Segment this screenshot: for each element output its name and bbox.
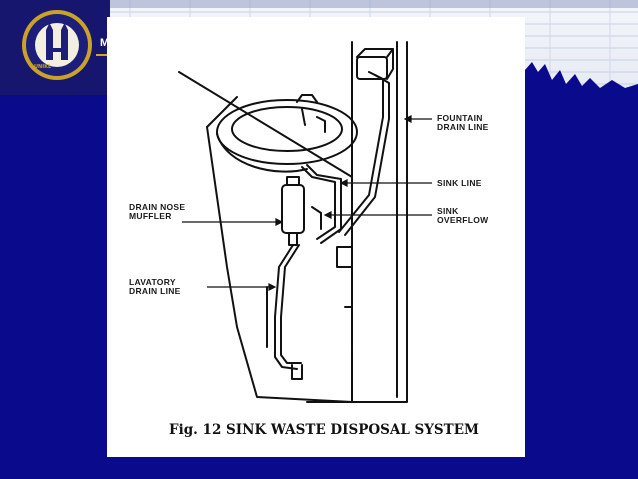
slide-title-fragment: M (100, 37, 110, 49)
wall-panel (351, 41, 408, 403)
sink-overflow-line (311, 206, 322, 230)
label-drain-nose-muffler: DRAIN NOSE MUFFLER (129, 202, 186, 221)
sink-bowl (216, 99, 358, 165)
sink-line (301, 166, 336, 240)
fountain-drain-line (338, 71, 384, 233)
sink-waste-diagram (178, 41, 432, 403)
label-fountain-drain-line: FOUNTAIN DRAIN LINE (437, 113, 489, 132)
fountain-unit (356, 56, 388, 80)
svg-text:UNIKL: UNIKL (34, 64, 52, 70)
label-lavatory-drain-line: LAVATORY DRAIN LINE (129, 277, 181, 296)
skyline-shape (525, 62, 638, 93)
title-underline (96, 54, 108, 56)
figure-panel: FOUNTAIN DRAIN LINE SINK LINE DRAIN NOSE… (107, 17, 525, 457)
label-sink-overflow: SINK OVERFLOW (437, 206, 489, 225)
lavatory-drain-line (274, 244, 298, 370)
figure-caption: Fig. 12 SINK WASTE DISPOSAL SYSTEM (169, 422, 479, 438)
university-crest-icon: UNIKL (22, 10, 92, 80)
label-sink-line: SINK LINE (437, 178, 482, 188)
drain-nose-muffler (281, 184, 305, 234)
